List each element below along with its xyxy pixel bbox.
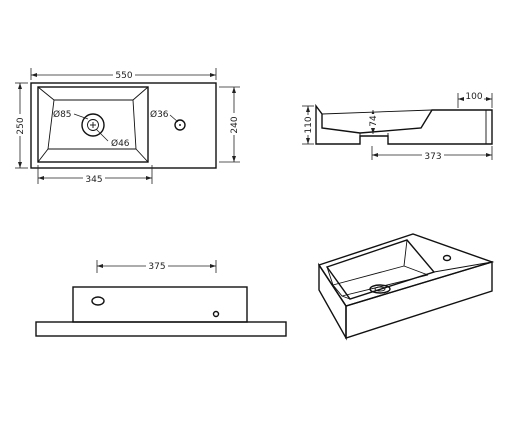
tap-hole-label: Ø36 — [150, 109, 169, 120]
drain-outer-label: Ø85 — [53, 109, 72, 120]
iso-basin-opening — [325, 239, 436, 300]
iso-left-face — [318, 262, 347, 341]
overflow-hole — [91, 296, 105, 306]
basin-depth-label: 74 — [369, 115, 379, 127]
basin-width-dimension-label: 345 — [85, 175, 102, 185]
front-small-hole — [212, 310, 220, 318]
section-height-label: 110 — [304, 116, 314, 133]
top-view-outline — [30, 82, 217, 169]
right-height-dimension-label: 240 — [230, 116, 240, 133]
tap-hole-circle — [174, 119, 186, 131]
basin-front — [72, 286, 248, 323]
iso-tap-hole — [442, 254, 452, 262]
front-view: 375 — [35, 260, 287, 337]
section-profile — [315, 103, 493, 145]
iso-front-face — [345, 261, 493, 339]
drain-inner-circle — [87, 119, 99, 131]
drain-inner-label: Ø46 — [111, 138, 130, 149]
drain-outer-circle — [81, 113, 105, 137]
isometric-view — [317, 233, 495, 341]
basin-outer-rim — [37, 86, 149, 163]
counter-slab — [35, 321, 287, 337]
height-dimension-label: 250 — [16, 117, 26, 134]
ledge-width-label: 100 — [465, 92, 482, 102]
width-dimension-label: 550 — [115, 71, 132, 81]
bottom-length-label: 373 — [424, 152, 441, 162]
side-section-view: 110 74 100 373 — [302, 91, 493, 162]
front-width-label: 375 — [148, 262, 165, 272]
iso-drain — [369, 284, 391, 294]
top-view: Ø85 Ø46 Ø36 550 250 240 345 — [13, 68, 240, 185]
